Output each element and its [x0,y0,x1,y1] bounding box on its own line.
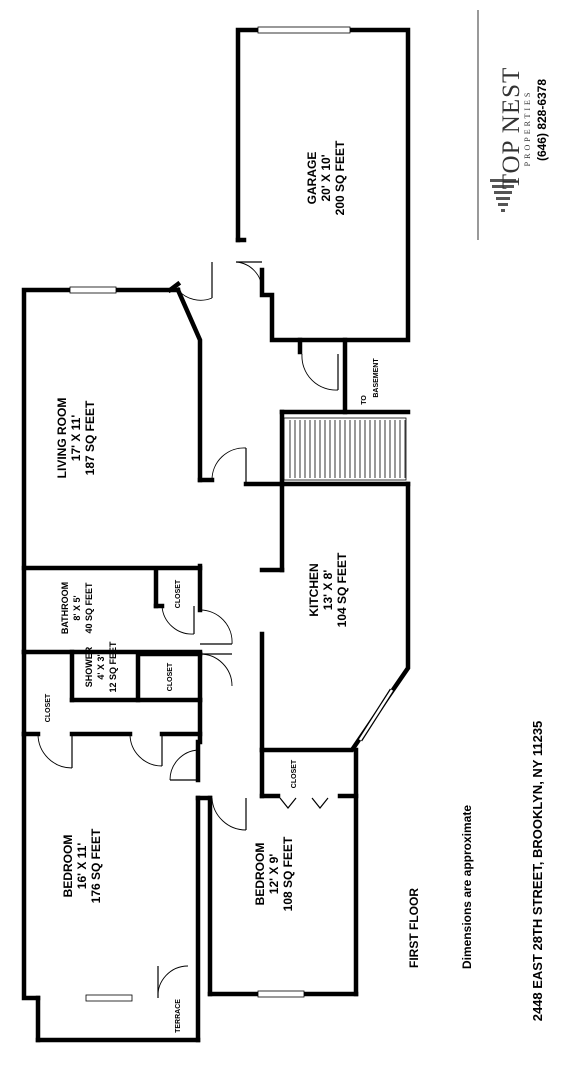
shower-area: 12 SQ FEET [108,641,118,693]
bedroom-small-name: BEDROOM [253,843,267,906]
logo-phone: (646) 828-6378 [535,79,549,161]
closet-label-shower: CLOSET [167,662,174,691]
shower-dims: 4' X 3' [96,654,106,679]
bathroom-area: 40 SQ FEET [84,582,94,634]
stairs-to-basement [283,417,407,481]
kitchen-area: 104 SQ FEET [335,552,349,627]
kitchen-dims: 13' X 8' [321,570,335,611]
bedroom-small-window [257,990,305,998]
bedroom-small-dims: 12' X 9' [267,854,281,895]
windows [69,26,395,1002]
room-living: LIVING ROOM 17' X 11' 187 SQ FEET [55,398,97,479]
garage-dims: 20' X 10' [319,154,333,201]
bedroom-large-dims: 16' X 11' [75,843,89,890]
floor-label: FIRST FLOOR [407,888,421,968]
logo-name: TOP NEST [498,67,525,190]
terrace-label: TERRACE [175,999,182,1033]
kitchen-name: KITCHEN [307,563,321,616]
basement-label: BASEMENT [373,358,380,398]
living-window [69,286,117,294]
living-area: 187 SQ FEET [83,400,97,475]
address-text: 2448 EAST 28TH STREET, BROOKLYN, NY 1123… [530,721,545,1022]
bedroom-large-area: 176 SQ FEET [89,828,103,903]
garage-area: 200 SQ FEET [333,140,347,215]
shower-name: SHOWER [84,646,94,687]
closet-label-bedroom: CLOSET [291,759,298,788]
bathroom-dims: 8' X 5' [72,595,82,620]
room-kitchen: KITCHEN 13' X 8' 104 SQ FEET [307,552,349,627]
living-dims: 17' X 11' [69,415,83,462]
bedroom-large-window [85,994,133,1002]
room-bedroom-large: BEDROOM 16' X 11' 176 SQ FEET [61,828,103,903]
room-bedroom-small: BEDROOM 12' X 9' 108 SQ FEET [253,836,295,911]
room-shower: SHOWER 4' X 3' 12 SQ FEET [84,641,118,693]
disclaimer-text: Dimensions are approximate [460,805,474,969]
doors [37,261,339,999]
room-bathroom: BATHROOM 8' X 5' 40 SQ FEET [60,582,94,634]
to-label: TO [361,395,368,405]
closet-label-bath: CLOSET [175,579,182,608]
logo-block: TOP NEST PROPERTIES (646) 828-6378 [477,10,549,240]
logo-icon [490,179,516,212]
garage-name: GARAGE [305,152,319,205]
bedroom-small-area: 108 SQ FEET [281,836,295,911]
closet-label-hall: CLOSET [45,693,52,722]
bedroom-large-name: BEDROOM [61,835,75,898]
room-garage: GARAGE 20' X 10' 200 SQ FEET [305,140,347,215]
logo-tagline: PROPERTIES [523,90,532,167]
living-name: LIVING ROOM [55,398,69,479]
garage-window [257,26,351,34]
bathroom-name: BATHROOM [60,582,70,634]
